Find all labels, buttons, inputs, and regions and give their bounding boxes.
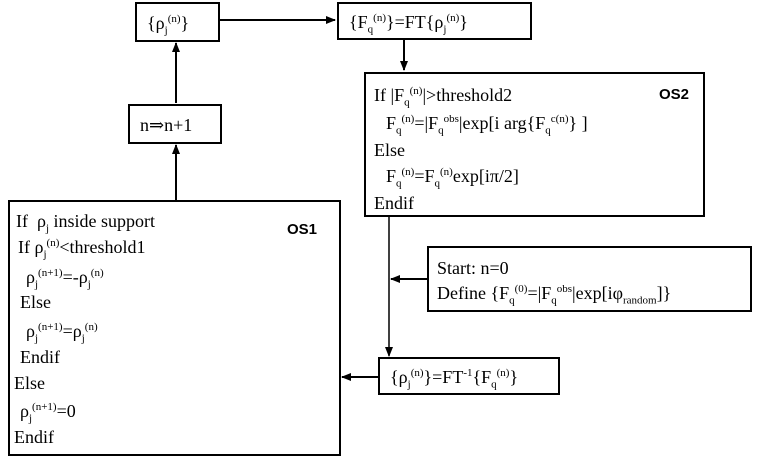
os1-line-6: Endif xyxy=(20,347,60,367)
rho-box-label: {ρj(n)} xyxy=(147,13,190,37)
os2-line-3: Else xyxy=(374,140,405,160)
start-box: Start: n=0 Define {Fq(0)=|Fqobs|exp[iφra… xyxy=(427,246,752,312)
os2-line-5: Endif xyxy=(374,193,414,213)
os1-line-3: ρj(n+1)=-ρj(n) xyxy=(26,267,104,291)
increment-box: n⇒n+1 xyxy=(128,104,222,144)
os2-line-4: Fq(n)=Fq(n)exp[iπ/2] xyxy=(386,166,519,190)
os1-line-8: ρj(n+1)=0 xyxy=(20,401,76,425)
os2-box: OS2 If |Fq(n)|>threshold2 Fq(n)=|Fqobs|e… xyxy=(364,72,705,217)
os2-line-2: Fq(n)=|Fqobs|exp[i arg{Fqc(n)} ] xyxy=(386,113,588,137)
ft-box: {Fq(n)}=FT{ρj(n)} xyxy=(337,2,532,40)
ift-box: {ρj(n)}=FT-1{Fq(n)} xyxy=(378,357,560,395)
os1-tag: OS1 xyxy=(286,221,317,238)
os1-box: OS1 If ρj inside support If ρj(n)<thresh… xyxy=(8,200,341,456)
os1-line-7: Else xyxy=(14,373,45,393)
increment-label: n⇒n+1 xyxy=(140,115,193,135)
os1-line-1: If ρj inside support xyxy=(16,211,156,235)
os1-line-2: If ρj(n)<threshold1 xyxy=(18,237,146,261)
os2-tag: OS2 xyxy=(658,86,689,103)
os2-line-1: If |Fq(n)|>threshold2 xyxy=(374,85,513,109)
start-line-1: Start: n=0 xyxy=(437,258,509,278)
os1-line-5: ρj(n+1)=ρj(n) xyxy=(26,321,98,345)
os1-line-4: Else xyxy=(20,292,51,312)
ift-box-label: {ρj(n)}=FT-1{Fq(n)} xyxy=(390,367,519,391)
start-line-2: Define {Fq(0)=|Fqobs|exp[iφrandom]} xyxy=(437,283,672,307)
rho-box: {ρj(n)} xyxy=(135,2,220,42)
os1-line-9: Endif xyxy=(14,427,54,447)
ft-box-label: {Fq(n)}=FT{ρj(n)} xyxy=(349,12,468,36)
